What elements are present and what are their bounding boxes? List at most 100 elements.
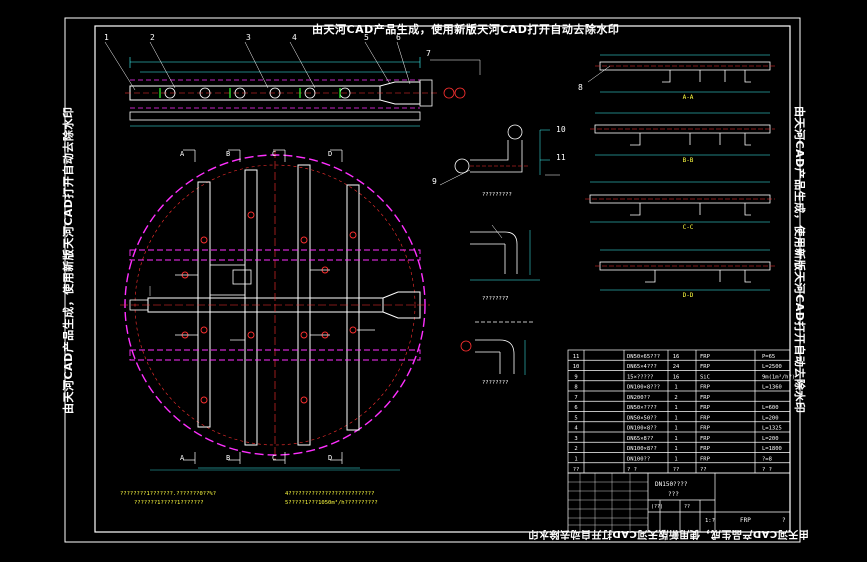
bom-cell-3-spec: DN65×8?? xyxy=(627,436,654,442)
bom-cell-6-note: L=600 xyxy=(762,405,779,411)
section-label-c-c: C-C xyxy=(683,224,694,231)
bom-cell-7-mat: FRP xyxy=(700,395,711,401)
title-name-line1: DN150???? xyxy=(655,481,688,488)
part-label-9: 9 xyxy=(432,177,437,186)
bom-cell-2-spec: DN100×8?? xyxy=(627,446,657,452)
section-marker-b-bottom: B xyxy=(226,454,230,462)
bom-cell-2-no: 2 xyxy=(574,446,577,452)
bom-cell-7-spec: DN200?? xyxy=(627,395,650,401)
bom-cell-3-qty: 1 xyxy=(674,436,677,442)
top-elevation-view xyxy=(104,41,481,127)
bom-cell-11-spec: DN50×65??? xyxy=(627,354,660,360)
sheet-inner-frame xyxy=(94,25,791,533)
bom-cell-1-qty: 1 xyxy=(674,456,677,462)
title-cell-a: (??) xyxy=(651,504,663,510)
bom-header-mat: ?? xyxy=(700,467,707,473)
part-label-2: 2 xyxy=(150,33,155,42)
bom-cell-5-no: 5 xyxy=(574,415,577,421)
detail-caption-3: ???????? xyxy=(482,380,509,386)
bom-cell-10-qty: 24 xyxy=(673,364,680,370)
bom-cell-5-mat: FRP xyxy=(700,415,711,421)
bom-cell-1-no: 1 xyxy=(574,456,577,462)
bom-cell-3-note: L=200 xyxy=(762,436,779,442)
bom-cell-7-qty: 2 xyxy=(674,395,677,401)
bom-cell-6-qty: 1 xyxy=(674,405,677,411)
bom-cell-6-mat: FRP xyxy=(700,405,711,411)
bom-cell-4-no: 4 xyxy=(574,426,578,432)
bom-cell-6-no: 6 xyxy=(574,405,577,411)
watermark-right: 由天河CAD产品生成，使用新版天河CAD打开自动去除水印 xyxy=(793,106,806,414)
sheet-outer-frame xyxy=(64,17,801,543)
part-label-4: 4 xyxy=(292,33,297,42)
bom-cell-8-mat: FRP xyxy=(700,385,711,391)
bom-cell-5-spec: DN50×50?? xyxy=(627,415,657,421)
bom-cell-1-note: ?=8 xyxy=(762,456,772,462)
bom-cell-3-mat: FRP xyxy=(700,436,711,442)
part-label-5: 5 xyxy=(364,33,369,42)
title-scale: 1:? xyxy=(705,518,715,524)
part-label-6: 6 xyxy=(396,33,401,42)
bom-cell-1-spec: DN100?? xyxy=(627,456,650,462)
part-label-7: 7 xyxy=(426,49,431,58)
title-sheet: ? xyxy=(782,517,786,524)
bom-table xyxy=(567,349,791,474)
section-label-b-b: B-B xyxy=(683,157,694,164)
note-right-1: 4?????????????????????????? xyxy=(285,491,374,497)
bom-header-spec: ? ? xyxy=(627,467,637,473)
bom-cell-11-note: P=65 xyxy=(762,354,775,360)
title-name-line2: ??? xyxy=(668,491,679,498)
section-views xyxy=(585,54,775,291)
title-cell-b: ?? xyxy=(684,504,690,510)
bom-cell-7-no: 7 xyxy=(574,395,577,401)
detail-caption-1: ????????? xyxy=(482,192,512,198)
bom-header-qty: ?? xyxy=(673,467,680,473)
bom-cell-8-qty: 1 xyxy=(674,385,677,391)
title-material: FRP xyxy=(740,517,751,524)
bom-cell-11-no: 11 xyxy=(573,354,580,360)
bom-cell-1-mat: FRP xyxy=(700,456,711,462)
bom-cell-9-mat: SiC xyxy=(700,374,710,380)
note-left-1: ????????1???????.???????0??%? xyxy=(120,491,216,497)
bom-cell-10-no: 10 xyxy=(573,364,580,370)
bom-cell-9-spec: 15×????? xyxy=(627,374,654,380)
section-marker-b-top: B xyxy=(226,150,230,158)
bom-cell-10-note: L=2500 xyxy=(762,364,782,370)
part-label-11: 11 xyxy=(556,153,566,162)
section-marker-a-top: A xyxy=(180,150,185,158)
note-right-2: 5?????1???1050m³/h?????????? xyxy=(285,499,378,506)
bom-cell-5-qty: 1 xyxy=(674,415,677,421)
detail-caption-2: ???????7 xyxy=(482,296,509,302)
section-label-d-d: D-D xyxy=(683,292,694,299)
bom-cell-11-qty: 16 xyxy=(673,354,680,360)
note-left-2: ???????1?????1??????? xyxy=(134,500,204,506)
plan-view xyxy=(120,149,430,471)
bom-cell-4-mat: FRP xyxy=(700,426,711,432)
bom-cell-4-spec: DN100×8?? xyxy=(627,426,657,432)
bom-cell-3-no: 3 xyxy=(574,436,577,442)
part-label-1: 1 xyxy=(104,33,109,42)
bom-cell-10-spec: DN65×4??? xyxy=(627,364,657,370)
bom-cell-2-note: L=1800 xyxy=(762,446,782,452)
bom-cell-4-qty: 1 xyxy=(674,426,677,432)
section-marker-d-bottom: D xyxy=(328,454,332,462)
part-label-10: 10 xyxy=(556,125,566,134)
section-marker-a-bottom: A xyxy=(180,454,185,462)
bom-cell-10-mat: FRP xyxy=(700,364,711,370)
section-marker-c-bottom: C xyxy=(272,454,276,462)
title-block xyxy=(567,472,791,533)
watermark-top: 由天河CAD产品生成，使用新版天河CAD打开自动去除水印 xyxy=(312,23,620,36)
bom-cell-9-note: 9m(1m³/h?) xyxy=(762,373,795,380)
bom-cell-2-mat: FRP xyxy=(700,446,711,452)
bom-cell-8-spec: DN100×8??? xyxy=(627,385,660,391)
bom-cell-6-spec: DN50×???? xyxy=(627,405,657,411)
detail-views xyxy=(439,124,560,375)
section-marker-d-top: D xyxy=(328,150,332,158)
section-marker-c-top: C xyxy=(272,150,276,158)
bom-cell-5-note: L=200 xyxy=(762,415,779,421)
bom-header-note: ? ? xyxy=(762,467,772,473)
bom-cell-4-note: L=1325 xyxy=(762,426,782,432)
bom-cell-9-no: 9 xyxy=(574,374,577,380)
bom-cell-8-note: L=1360 xyxy=(762,385,782,391)
part-label-3: 3 xyxy=(246,33,251,42)
